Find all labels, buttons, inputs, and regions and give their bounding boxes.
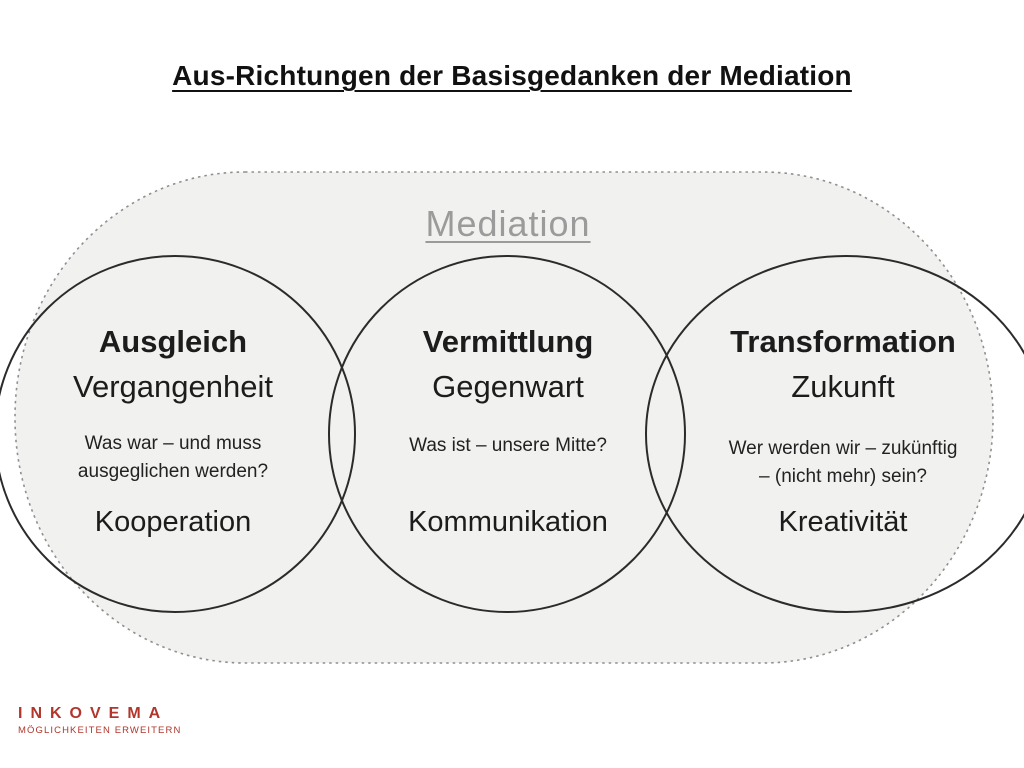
- inkovema-logo: INKOVEMA MÖGLICHKEITEN ERWEITERN: [18, 704, 181, 737]
- question-line: ausgeglichen werden?: [77, 460, 269, 482]
- circle-vermittlung-time-focus: Gegenwart: [432, 369, 584, 404]
- logo-wordmark: INKOVEMA: [18, 705, 169, 722]
- page-title: Aus-Richtungen der Basisgedanken der Med…: [172, 60, 852, 91]
- ausgleich-circle-outline: [0, 255, 356, 613]
- circle-vermittlung-keyword: Kommunikation: [408, 506, 608, 538]
- question-line: – (nicht mehr) sein?: [759, 465, 927, 487]
- circle-transformation-question: Wer werden wir – zukünftig – (nicht mehr…: [729, 435, 958, 490]
- circle-vermittlung-heading: Vermittlung: [422, 324, 594, 359]
- circle-ausgleich-question: Was war – und muss ausgeglichen werden?: [78, 430, 268, 485]
- transformation-circle-outline: [645, 255, 1024, 613]
- question-line: Wer werden wir – zukünftig: [728, 438, 958, 459]
- mediation-container-label: Mediation: [425, 203, 591, 244]
- circle-ausgleich-heading: Ausgleich: [98, 324, 248, 359]
- circle-vermittlung-question: Was ist – unsere Mitte?: [409, 432, 607, 460]
- logo-tagline: MÖGLICHKEITEN ERWEITERN: [18, 725, 182, 737]
- circle-ausgleich-time-focus: Vergangenheit: [73, 369, 273, 404]
- question-line: Was ist – unsere Mitte?: [409, 435, 607, 456]
- vermittlung-circle-outline: [328, 255, 686, 613]
- circle-ausgleich-keyword: Kooperation: [94, 506, 252, 538]
- circle-transformation-keyword: Kreativität: [778, 506, 908, 538]
- question-line: Was war – und muss: [84, 433, 262, 454]
- circle-transformation-heading: Transformation: [730, 324, 956, 359]
- mediation-stadium-shape: [14, 171, 994, 664]
- circle-transformation-time-focus: Zukunft: [791, 369, 895, 404]
